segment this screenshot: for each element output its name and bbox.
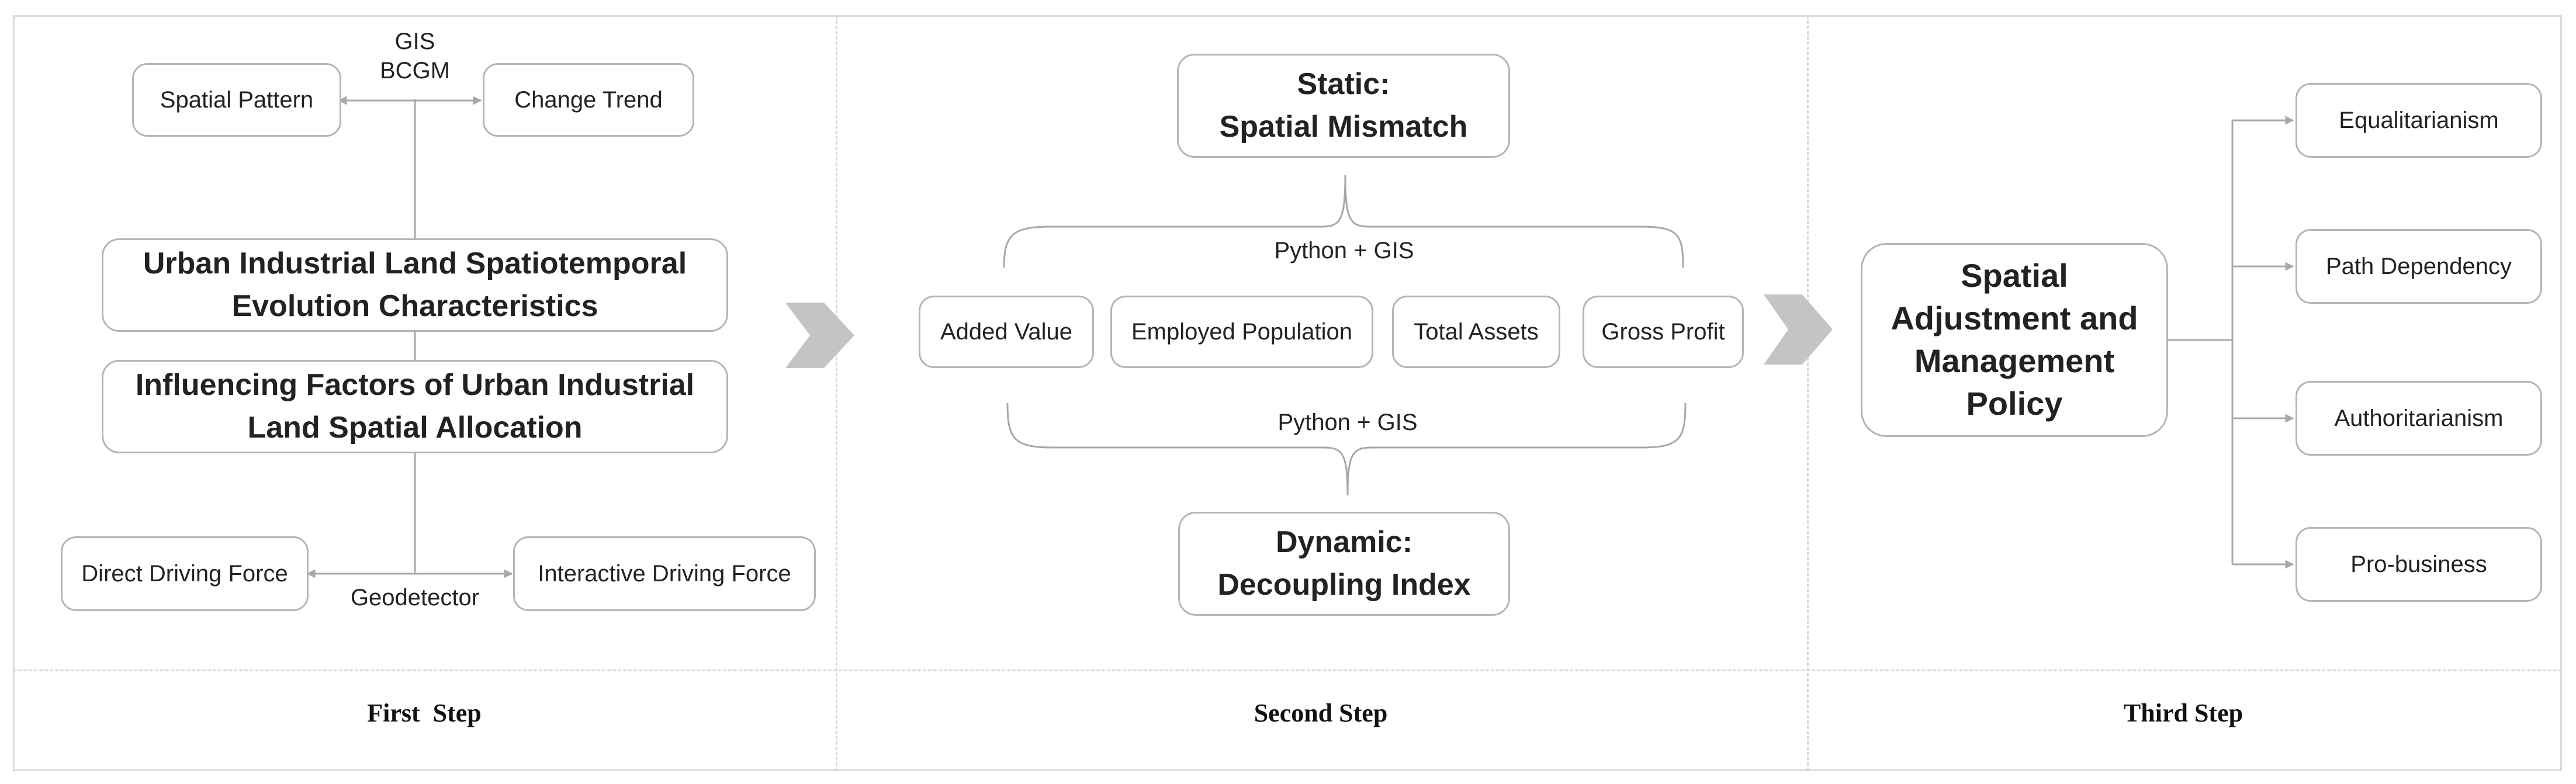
evolution-line-1: Urban Industrial Land Spatiotemporal (143, 247, 687, 281)
indicator-employed-population: Employed Population (1110, 296, 1373, 368)
tools-label-bcgm: BCGM (380, 58, 450, 84)
indicator-added-value: Added Value (919, 296, 1094, 368)
spatial-pattern-label: Spatial Pattern (160, 87, 314, 113)
policy-line-1: Spatial (1961, 257, 2068, 294)
diagram-frame (13, 15, 2562, 771)
indicator-gross-profit: Gross Profit (1583, 296, 1744, 368)
option-authoritarianism: Authoritarianism (2295, 381, 2542, 456)
step-label-third: Third Step (2123, 699, 2243, 727)
option-path-dependency: Path Dependency (2295, 229, 2542, 304)
spatial-pattern-box: Spatial Pattern (132, 63, 341, 137)
indicator-label: Total Assets (1414, 319, 1539, 345)
indicator-label: Added Value (940, 319, 1073, 345)
option-label: Pro-business (2350, 551, 2487, 577)
static-line-2: Spatial Mismatch (1219, 110, 1468, 144)
direct-driving-force-label: Direct Driving Force (81, 561, 288, 587)
step2-to-step3-arrow-icon (1764, 294, 1833, 365)
divider-step1-step2 (836, 15, 837, 771)
policy-line-3: Management (1914, 342, 2115, 379)
divider-steps-footer (13, 669, 2562, 671)
static-line-1: Static: (1297, 67, 1390, 102)
evolution-characteristics-box: Urban Industrial Land Spatiotemporal Evo… (102, 238, 728, 332)
change-trend-label: Change Trend (514, 87, 663, 113)
option-pro-business: Pro-business (2295, 527, 2542, 602)
option-label: Equalitarianism (2339, 107, 2499, 133)
indicator-label: Employed Population (1131, 319, 1353, 345)
brace-top (1003, 175, 1684, 268)
tools-label: GIS BCGM (368, 27, 462, 85)
policy-box: Spatial Adjustment and Management Policy (1861, 243, 2168, 437)
dynamic-line-2: Decoupling Index (1217, 568, 1471, 602)
dynamic-line-1: Dynamic: (1275, 525, 1413, 560)
factors-line-1: Influencing Factors of Urban Industrial (135, 368, 695, 403)
method-label-top: Python + GIS (1274, 238, 1414, 263)
interactive-driving-force-box: Interactive Driving Force (513, 536, 816, 611)
step1-to-step2-arrow-icon (785, 303, 854, 368)
geodetector-label: Geodetector (350, 585, 480, 610)
change-trend-box: Change Trend (483, 63, 694, 137)
dynamic-decoupling-index-box: Dynamic: Decoupling Index (1178, 512, 1510, 616)
divider-step2-step3 (1807, 15, 1809, 771)
tools-label-gis: GIS (394, 29, 435, 54)
option-label: Path Dependency (2325, 254, 2512, 279)
option-equalitarianism: Equalitarianism (2295, 83, 2542, 158)
influencing-factors-box: Influencing Factors of Urban Industrial … (102, 360, 728, 453)
direct-driving-force-box: Direct Driving Force (61, 536, 309, 611)
step-label-first: First Step (367, 699, 482, 727)
method-label-bottom: Python + GIS (1277, 410, 1418, 435)
option-label: Authoritarianism (2334, 405, 2504, 431)
factors-line-2: Land Spatial Allocation (247, 411, 583, 445)
policy-line-4: Policy (1966, 384, 2063, 422)
evolution-line-2: Evolution Characteristics (231, 289, 598, 323)
indicator-total-assets: Total Assets (1392, 296, 1560, 368)
interactive-driving-force-label: Interactive Driving Force (538, 561, 791, 587)
step-label-second: Second Step (1254, 699, 1388, 727)
policy-line-2: Adjustment and (1891, 300, 2138, 337)
brace-bottom (1006, 403, 1687, 496)
static-spatial-mismatch-box: Static: Spatial Mismatch (1177, 54, 1510, 158)
indicator-label: Gross Profit (1601, 319, 1725, 345)
